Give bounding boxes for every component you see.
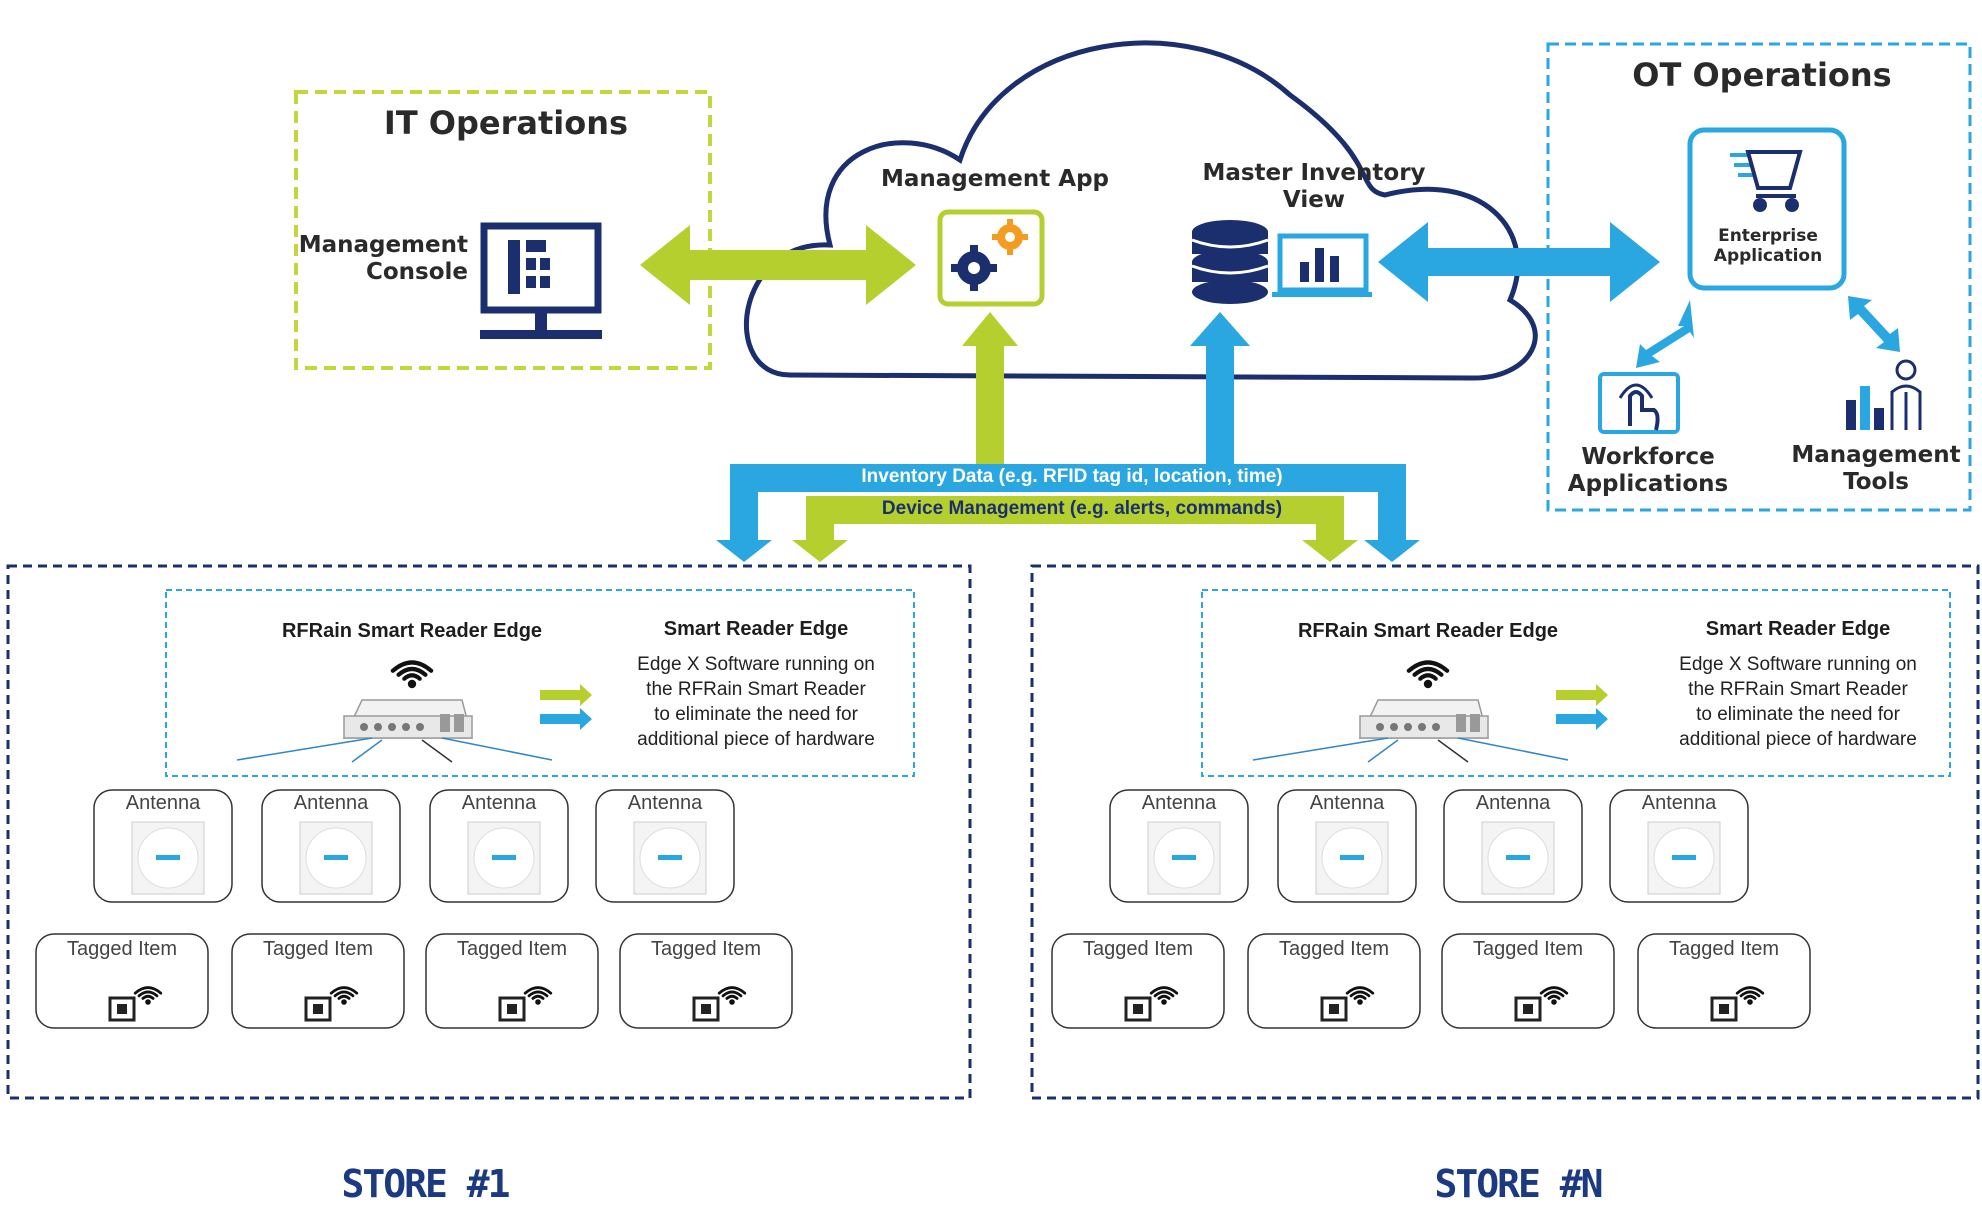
- wifi-icon: [523, 986, 553, 1005]
- antenna-cables: [1252, 737, 1569, 763]
- wifi-icon: [1539, 986, 1569, 1005]
- inventory-data-bus: [716, 464, 1420, 562]
- tagged-item-label: Tagged Item: [1472, 938, 1584, 960]
- tagged-item-label: Tagged Item: [1082, 938, 1194, 960]
- store-n-box: [1030, 564, 1980, 1100]
- rfid-tag-icon: [1710, 996, 1738, 1022]
- tagged-item-label: Tagged Item: [66, 938, 178, 960]
- gears-icon: [937, 209, 1045, 307]
- enterprise-workforce-arrow: [1636, 300, 1694, 368]
- tagged-item-card: [1247, 933, 1421, 1029]
- wifi-icon: [717, 986, 747, 1005]
- antenna-label: Antenna: [1475, 792, 1551, 814]
- edge-flow-arrows: [540, 684, 592, 730]
- rfid-tag-icon: [498, 996, 526, 1022]
- reader-device-icon: [1358, 699, 1489, 739]
- ot-operations-title: OT Operations: [1632, 56, 1892, 94]
- antenna-icon: [299, 821, 373, 895]
- edge-description: Edge X Software running on the RFRain Sm…: [637, 654, 875, 750]
- antenna-cables: [236, 737, 553, 763]
- inventory-data-label: Inventory Data (e.g. RFID tag id, locati…: [861, 466, 1283, 487]
- antenna-label: Antenna: [293, 792, 369, 814]
- master-inventory-label: Master Inventory View: [1202, 160, 1426, 213]
- antenna-icon: [467, 821, 541, 895]
- it-operations-title: IT Operations: [383, 104, 629, 142]
- tagged-item-card: [1051, 933, 1225, 1029]
- database-icon: [1191, 220, 1269, 304]
- store-name: STORE #1: [341, 1162, 510, 1206]
- tagged-item-card: [231, 933, 405, 1029]
- blue-up-arrow: [1190, 312, 1250, 468]
- ot-operations-box: [1546, 42, 1972, 512]
- tagged-item-card: [425, 933, 599, 1029]
- it-operations-box: [294, 90, 712, 370]
- cloud-ot-double-arrow: [1378, 222, 1660, 302]
- tagged-item-card: [35, 933, 209, 1029]
- wifi-icon: [1345, 986, 1375, 1005]
- enterprise-tools-arrow: [1848, 296, 1900, 352]
- rfid-tag-icon: [1320, 996, 1348, 1022]
- rfid-tag-icon: [1514, 996, 1542, 1022]
- it-cloud-double-arrow: [640, 225, 916, 305]
- reader-title: RFRain Smart Reader Edge: [1297, 620, 1559, 642]
- antenna-icon: [1315, 821, 1389, 895]
- antenna-label: Antenna: [461, 792, 537, 814]
- antenna-label: Antenna: [125, 792, 201, 814]
- workforce-applications-label: Workforce Applications: [1567, 444, 1729, 497]
- store-1-edge-box: [165, 589, 915, 777]
- wifi-icon: [1149, 986, 1179, 1005]
- antenna-icon: [633, 821, 707, 895]
- management-console-label: Management Console: [298, 232, 468, 285]
- edge-description: Edge X Software running on the RFRain Sm…: [1679, 654, 1917, 750]
- device-management-bus: [792, 496, 1358, 562]
- tagged-item-card: [619, 933, 793, 1029]
- store-n-edge-box: [1201, 589, 1951, 777]
- antenna-icon: [1647, 821, 1721, 895]
- antenna-label: Antenna: [1641, 792, 1717, 814]
- reader-device-icon: [342, 699, 473, 739]
- rfid-tag-icon: [1124, 996, 1152, 1022]
- tagged-item-label: Tagged Item: [1278, 938, 1390, 960]
- device-management-label: Device Management (e.g. alerts, commands…: [881, 498, 1283, 519]
- touch-screen-icon: [1598, 372, 1680, 434]
- management-tools-label: Management Tools: [1791, 442, 1961, 495]
- person-chart-icon: [1846, 359, 1922, 430]
- antenna-icon: [131, 821, 205, 895]
- wifi-icon: [1406, 660, 1450, 689]
- bar-chart-icon: [1272, 233, 1372, 297]
- edge-title: Smart Reader Edge: [663, 618, 849, 640]
- antenna-label: Antenna: [1141, 792, 1217, 814]
- wifi-icon: [329, 986, 359, 1005]
- tagged-item-label: Tagged Item: [650, 938, 762, 960]
- antenna-icon: [1481, 821, 1555, 895]
- rfid-tag-icon: [108, 996, 136, 1022]
- antenna-label: Antenna: [1309, 792, 1385, 814]
- enterprise-application-label: Enterprise Application: [1713, 226, 1823, 266]
- wifi-icon: [1735, 986, 1765, 1005]
- wifi-icon: [390, 660, 434, 689]
- monitor-icon: [480, 222, 602, 339]
- antenna-label: Antenna: [627, 792, 703, 814]
- store-name: STORE #N: [1434, 1162, 1603, 1206]
- edge-title: Smart Reader Edge: [1705, 618, 1891, 640]
- rfid-tag-icon: [304, 996, 332, 1022]
- rfid-tag-icon: [692, 996, 720, 1022]
- tagged-item-label: Tagged Item: [456, 938, 568, 960]
- antenna-icon: [1147, 821, 1221, 895]
- edge-flow-arrows: [1556, 684, 1608, 730]
- reader-title: RFRain Smart Reader Edge: [281, 620, 543, 642]
- tagged-item-label: Tagged Item: [262, 938, 374, 960]
- tagged-item-card: [1441, 933, 1615, 1029]
- green-up-arrow: [962, 312, 1018, 468]
- shopping-cart-icon: [1730, 150, 1803, 212]
- tagged-item-card: [1637, 933, 1811, 1029]
- management-app-label: Management App: [880, 166, 1110, 192]
- enterprise-application-box: [1687, 127, 1847, 291]
- tagged-item-label: Tagged Item: [1668, 938, 1780, 960]
- store-graphics: [35, 660, 1811, 1029]
- wifi-icon: [133, 986, 163, 1005]
- store-1-box: [6, 564, 972, 1100]
